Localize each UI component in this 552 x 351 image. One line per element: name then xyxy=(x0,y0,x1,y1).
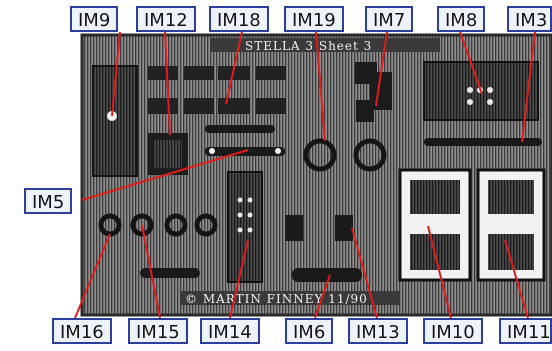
label-im15: IM15 xyxy=(128,318,188,344)
part-im16-im15 xyxy=(98,213,218,237)
part-im18 xyxy=(148,66,286,114)
label-im14: IM14 xyxy=(200,318,260,344)
label-im5: IM5 xyxy=(24,188,73,214)
label-im18: IM18 xyxy=(209,6,269,32)
part-im7 xyxy=(355,62,392,122)
label-im19: IM19 xyxy=(284,6,344,32)
label-im11: IM11 xyxy=(499,318,552,344)
label-im16: IM16 xyxy=(52,318,112,344)
leader-lines xyxy=(74,31,536,319)
part-im6 xyxy=(140,268,362,282)
part-im3 xyxy=(424,138,542,146)
label-im9: IM9 xyxy=(70,6,119,32)
part-im10 xyxy=(398,168,472,282)
part-im14 xyxy=(227,171,263,283)
label-im13: IM13 xyxy=(348,318,408,344)
label-im7: IM7 xyxy=(365,6,414,32)
part-im11 xyxy=(476,168,546,282)
fret-title-text: STELLA 3 Sheet 3 xyxy=(245,39,372,53)
fret-sheet: STELLA 3 Sheet 3 xyxy=(80,33,552,317)
part-im19 xyxy=(303,138,387,172)
label-im6: IM6 xyxy=(285,318,334,344)
label-im8: IM8 xyxy=(437,6,486,32)
label-im12: IM12 xyxy=(136,6,196,32)
label-im3: IM3 xyxy=(507,6,552,32)
part-im12 xyxy=(148,133,188,175)
part-im13 xyxy=(285,215,353,241)
fret-maker-text: © MARTIN FINNEY 11/90 xyxy=(185,292,368,306)
label-im10: IM10 xyxy=(423,318,483,344)
